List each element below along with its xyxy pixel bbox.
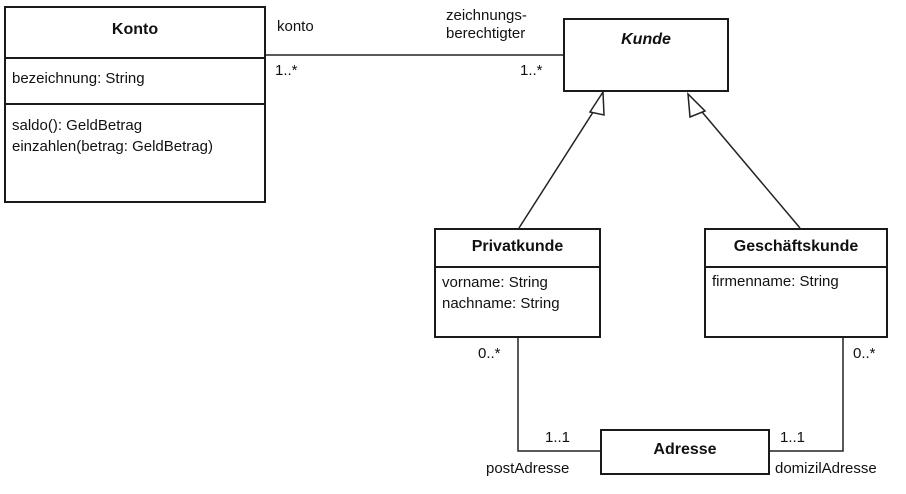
role-label-zeichnungsberechtigter-line1: zeichnungs- (446, 7, 527, 24)
association-line-privat-adresse (517, 338, 600, 452)
class-geschaeftskunde-attributes: firmenname: String (706, 268, 886, 296)
class-adresse-name: Adresse (653, 441, 717, 458)
generalization-line-privatkunde (518, 105, 598, 229)
multiplicity-kunde-end: 1..* (520, 62, 543, 79)
class-privatkunde-attributes: vorname: String nachname: String (436, 268, 599, 318)
generalization-arrowhead-geschaeftskunde (687, 92, 707, 119)
class-konto-attributes: bezeichnung: String (6, 59, 264, 105)
multiplicity-privatkunde-end: 0..* (478, 345, 501, 362)
multiplicity-adresse-domizil-end: 1..1 (780, 429, 806, 446)
class-adresse: Adresse (600, 429, 770, 475)
konto-method: saldo(): GeldBetrag (12, 117, 143, 134)
multiplicity-geschaeftskunde-end: 0..* (853, 345, 876, 362)
multiplicity-konto-end: 1..* (275, 62, 298, 79)
konto-attribute: bezeichnung: String (12, 70, 145, 87)
class-kunde: Kunde (563, 18, 729, 92)
class-kunde-name: Kunde (621, 31, 671, 48)
class-privatkunde-name: Privatkunde (436, 230, 599, 268)
role-label-konto: konto (277, 18, 314, 35)
role-label-domiziladresse: domizilAdresse (775, 460, 877, 477)
privatkunde-attribute: vorname: String (442, 274, 548, 291)
multiplicity-adresse-post-end: 1..1 (545, 429, 571, 446)
geschaeftskunde-attribute: firmenname: String (712, 273, 839, 290)
class-konto-name: Konto (6, 8, 264, 59)
association-line-geschaeft-adresse (770, 338, 844, 452)
role-label-postadresse: postAdresse (486, 460, 570, 477)
class-geschaeftskunde: Geschäftskunde firmenname: String (704, 228, 888, 338)
generalization-arrowhead-privatkunde (588, 89, 605, 116)
role-label-zeichnungsberechtigter-line2: berechtigter (446, 25, 526, 42)
class-konto-methods: saldo(): GeldBetrag einzahlen(betrag: Ge… (6, 105, 264, 161)
konto-method: einzahlen(betrag: GeldBetrag) (12, 138, 213, 155)
privatkunde-attribute: nachname: String (442, 295, 560, 312)
class-geschaeftskunde-name: Geschäftskunde (706, 230, 886, 268)
class-privatkunde: Privatkunde vorname: String nachname: St… (434, 228, 601, 338)
class-konto: Konto bezeichnung: String saldo(): GeldB… (4, 6, 266, 203)
generalization-line-geschaeftskunde (696, 105, 801, 229)
